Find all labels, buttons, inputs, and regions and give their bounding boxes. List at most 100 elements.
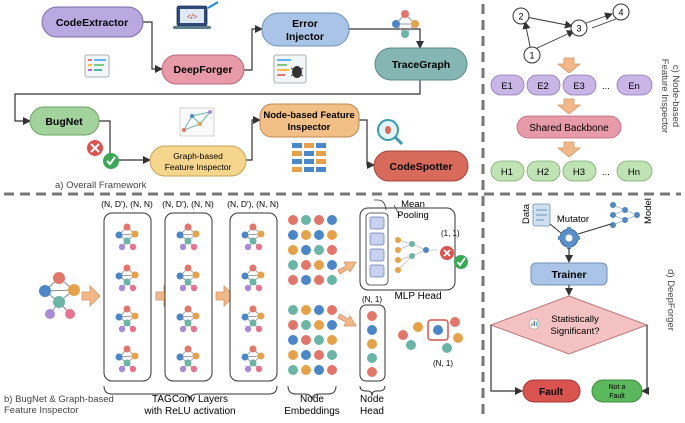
layer-2-dims: (N, D'), (N, N) — [162, 199, 214, 209]
error-x-icon — [87, 140, 103, 156]
graph-node-2: 2 — [518, 12, 523, 22]
code-extractor-label: CodeExtractor — [56, 17, 128, 29]
trace-graph-label: TraceGraph — [392, 59, 450, 71]
shared-backbone-label: Shared Backbone — [529, 123, 609, 134]
down-arrow-2 — [556, 98, 582, 115]
node-head-brace — [359, 385, 386, 397]
node-embeddings-label-1: Node — [300, 394, 324, 405]
trainer-label: Trainer — [551, 269, 586, 281]
tagconv-brace — [103, 385, 278, 401]
node-head-label-2: Head — [360, 406, 384, 417]
decision-label-1: Statistically — [551, 314, 599, 325]
embedding-ellipsis: ... — [602, 81, 610, 92]
graph-inspector-label-2: Feature Inspector — [165, 162, 232, 172]
not-fault-node: Not a Fault — [591, 379, 643, 403]
tagconv-layer-2 — [164, 212, 213, 382]
node-output-nodes — [398, 317, 463, 353]
bugnet-node: BugNet — [29, 106, 100, 136]
embedding-e3: E3 — [573, 81, 585, 92]
model-network-icon — [610, 202, 640, 228]
flow-arrow-to-node-head — [337, 313, 357, 327]
embedding-e1: E1 — [501, 81, 513, 92]
node-head-label-1: Node — [360, 394, 384, 405]
graph-node-3: 3 — [576, 24, 581, 34]
deep-forger-label: DeepForger — [174, 64, 233, 76]
embedding-e2: E2 — [537, 81, 549, 92]
gear-icon — [558, 227, 580, 249]
data-doc-icon — [532, 203, 551, 227]
error-injector-label-1: Error — [292, 18, 318, 30]
model-label: Model — [643, 198, 654, 224]
svg-text:</>: </> — [187, 14, 197, 21]
node-panel-caption-1: c) Node-based — [670, 65, 681, 127]
node-inspector-node: Node-based Feature Inspector — [259, 103, 360, 138]
input-graph — [39, 272, 80, 319]
error-injector-label-2: Injector — [286, 31, 324, 43]
node-inspector-label-1: Node-based Feature — [263, 110, 354, 121]
tagconv-layer-3 — [229, 212, 278, 382]
graph-node-4: 4 — [618, 8, 623, 18]
trainer-node: Trainer — [530, 262, 608, 286]
code-file-icon — [84, 54, 110, 78]
deepforger-caption: d) DeepForger — [665, 269, 676, 331]
error-injector-node: Error Injector — [261, 12, 350, 47]
code-spotter-label: CodeSpotter — [390, 161, 453, 173]
node-panel-caption-2: Feature Inspector — [659, 59, 670, 133]
embedding-row: E1 E2 E3 ... En — [490, 74, 653, 96]
head-h1: H1 — [501, 167, 513, 178]
down-arrow-3 — [556, 141, 582, 158]
head-row: H1 H2 H3 ... Hn — [490, 160, 653, 182]
node-embeddings-label-2: Embeddings — [284, 406, 340, 417]
mutator-label: Mutator — [557, 214, 589, 225]
node-embeddings-grid — [288, 215, 337, 375]
fault-label: Fault — [539, 387, 564, 398]
flow-arrow-1 — [81, 285, 101, 307]
network-graph-icon — [392, 10, 419, 38]
head-ellipsis: ... — [602, 167, 610, 178]
magnifier-bug-icon — [377, 119, 404, 146]
code-extractor-node: CodeExtractor — [41, 6, 144, 38]
flow-arrow-3 — [215, 285, 235, 307]
node-head-dims: (N, 1) — [362, 295, 382, 304]
graph-inspector-node: Graph-based Feature Inspector — [149, 145, 247, 177]
head-hn: Hn — [628, 167, 640, 178]
mlp-head-label: MLP Head — [394, 291, 441, 302]
tagconv-label-2: with ReLU activation — [143, 406, 235, 417]
decision-label-2: Significant? — [550, 326, 599, 337]
head-h3: H3 — [573, 167, 585, 178]
flow-arrow-to-pool — [337, 261, 357, 275]
feature-matrix-icon — [292, 143, 326, 172]
head-h2: H2 — [537, 167, 549, 178]
layer-3-dims: (N, D'), (N, N) — [227, 199, 279, 209]
graph-chart-icon — [179, 107, 215, 137]
laptop-code-icon: </> — [173, 1, 219, 29]
mean-pooling-label-1: Mean — [401, 199, 425, 210]
deep-forger-node: DeepForger — [161, 54, 245, 85]
node-graph: 1 2 3 4 — [512, 3, 630, 64]
node-inspector-label-2: Inspector — [288, 122, 331, 133]
mlp-check-icon — [454, 255, 468, 269]
graph-inspector-label-1: Graph-based — [173, 151, 223, 161]
bug-code-icon — [273, 54, 307, 84]
mlp-error-icon — [440, 246, 454, 260]
mlp-network-icon — [395, 237, 438, 273]
tagconv-label-1: TAGConv Layers — [152, 394, 228, 405]
node-output-dims: (N, 1) — [433, 359, 453, 368]
trace-graph-node: TraceGraph — [374, 47, 468, 81]
bugnet-label: BugNet — [45, 116, 83, 128]
down-arrow-1 — [556, 57, 582, 74]
mean-pooling-label-2: Pooling — [397, 210, 429, 221]
mlp-output-dims: (1, 1) — [441, 229, 460, 238]
embeddings-brace — [287, 385, 337, 401]
graph-node-1: 1 — [529, 51, 534, 61]
not-fault-label-2: Fault — [609, 393, 625, 400]
tagconv-layer-1 — [103, 212, 152, 382]
not-fault-label-1: Not a — [609, 384, 626, 391]
layer-1-dims: (N, D'), (N, N) — [101, 199, 153, 209]
fault-node: Fault — [522, 379, 581, 403]
significance-decision: Statistically Significant? — [489, 295, 649, 355]
bugnet-caption-1: b) BugNet & Graph-based — [4, 394, 114, 405]
shared-backbone-node: Shared Backbone — [516, 115, 622, 139]
code-spotter-node: CodeSpotter — [373, 150, 469, 182]
